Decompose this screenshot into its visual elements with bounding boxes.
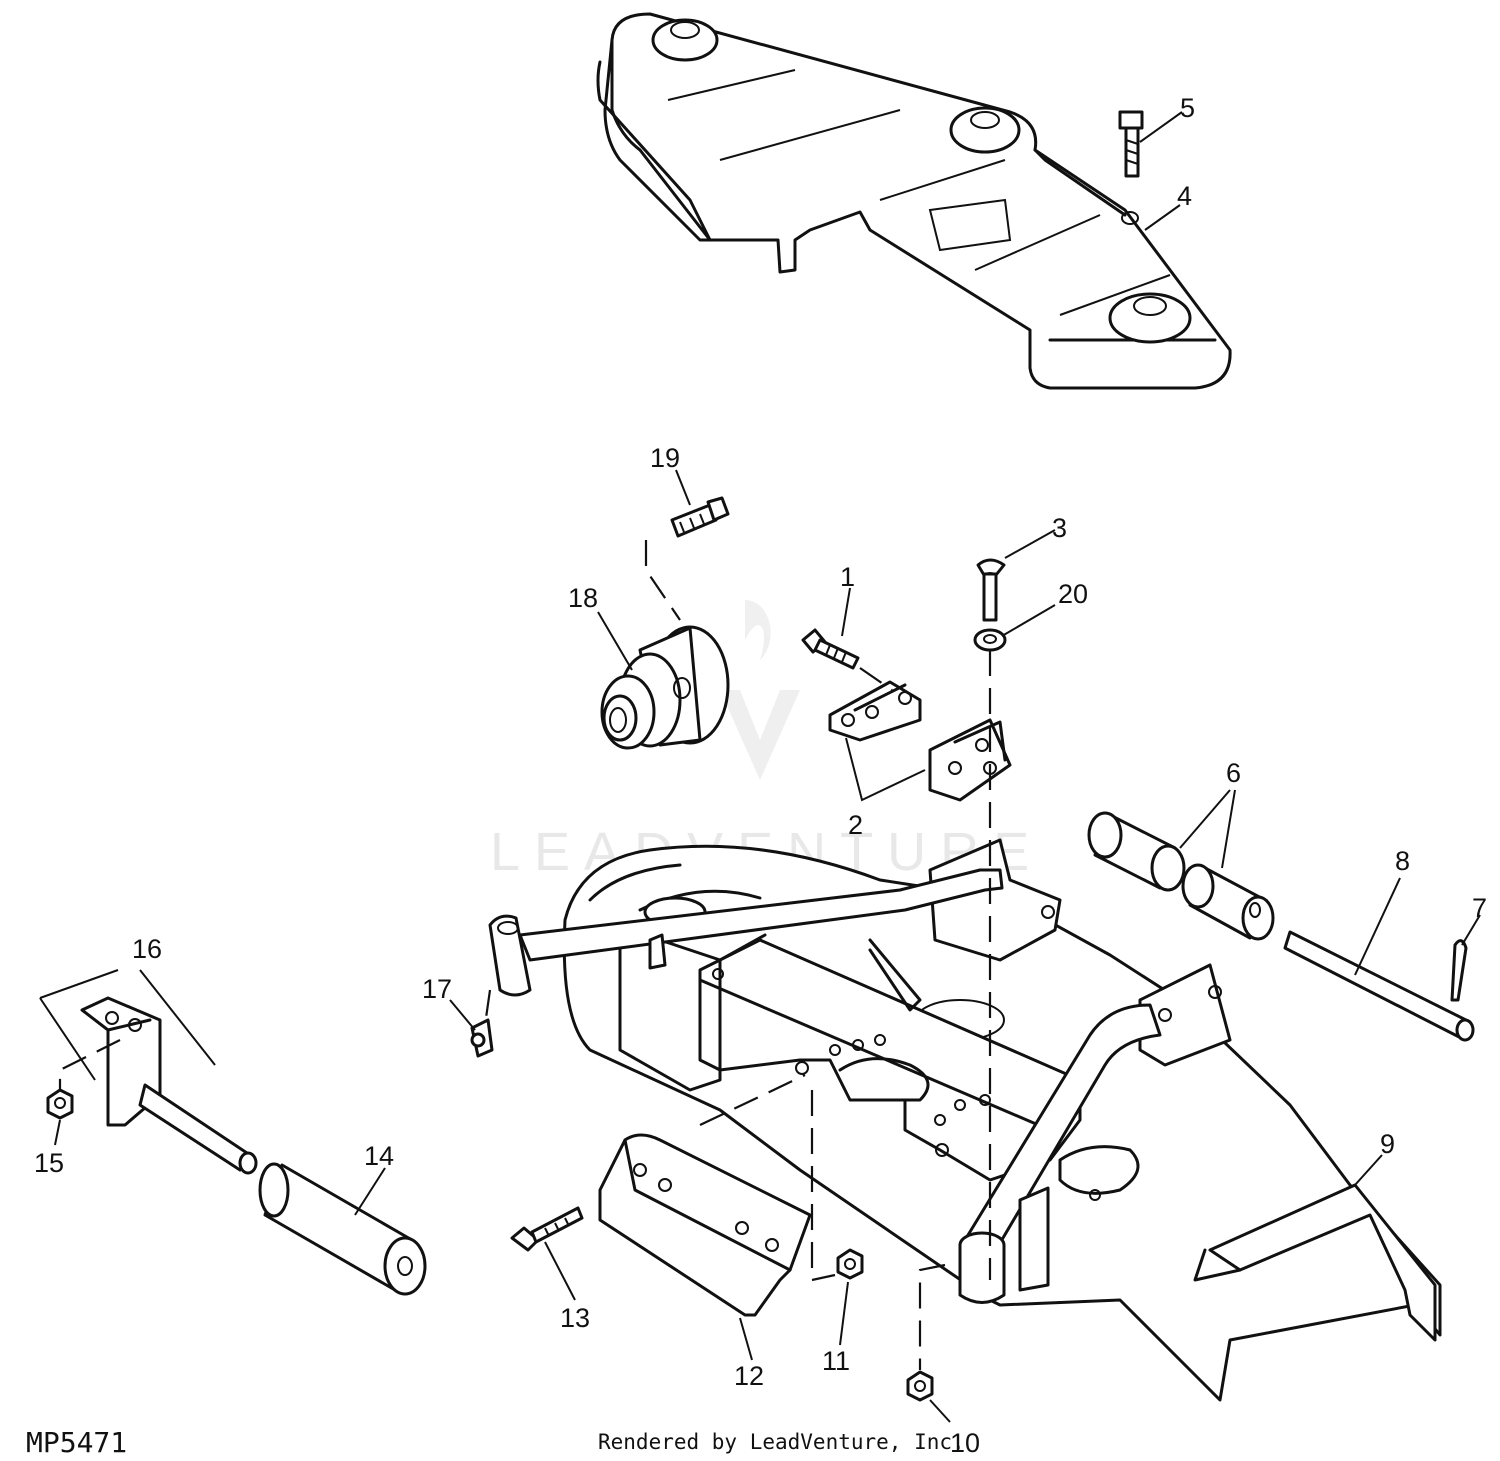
callout-2: 2 (848, 810, 863, 840)
callout-12: 12 (734, 1361, 764, 1391)
roller-part-14 (258, 1162, 427, 1296)
nut-part-15 (46, 1088, 74, 1120)
bumper-part-12 (598, 1133, 812, 1317)
bolt-part-19 (670, 496, 730, 538)
grease-fitting-part-17 (470, 1018, 494, 1058)
callout-9: 9 (1380, 1129, 1395, 1159)
bolt-part-5 (1118, 110, 1144, 178)
callout-20: 20 (1058, 579, 1088, 609)
mower-deck-frame (488, 838, 1442, 1402)
bracket-part-16 (80, 996, 258, 1175)
leader-lines (39, 111, 1481, 1423)
credit-text: Rendered by LeadVenture, Inc. (598, 1430, 965, 1454)
callout-7: 7 (1472, 893, 1487, 923)
nut-part-10 (906, 1370, 934, 1402)
callout-13: 13 (560, 1303, 590, 1333)
bolt-part-1 (801, 628, 860, 670)
callout-labels: 1 2 3 4 5 6 7 8 9 10 11 12 13 14 15 16 1… (34, 93, 1487, 1458)
callout-14: 14 (364, 1141, 394, 1171)
callout-11: 11 (822, 1346, 850, 1376)
callout-15: 15 (34, 1148, 64, 1178)
bolt-part-13 (510, 1206, 584, 1252)
callout-10: 10 (950, 1428, 980, 1458)
diagram-id-label: MP5471 (26, 1426, 128, 1459)
pin-part-8 (1283, 930, 1475, 1042)
bracket-part-2b (928, 718, 1012, 802)
callout-6: 6 (1226, 758, 1241, 788)
callout-3: 3 (1052, 513, 1067, 543)
callout-19: 19 (650, 443, 680, 473)
cotter-pin-part-7 (1450, 939, 1468, 1002)
nut-part-11 (836, 1248, 864, 1280)
roller-part-6a (1087, 811, 1186, 892)
callout-8: 8 (1395, 846, 1410, 876)
callout-18: 18 (568, 583, 598, 613)
bracket-part-2a (828, 680, 922, 742)
callout-1: 1 (840, 562, 855, 592)
bolt-part-3 (976, 558, 1006, 622)
callout-5: 5 (1180, 93, 1195, 123)
shield-plate-part-4 (596, 12, 1232, 390)
roller-part-6b (1181, 863, 1275, 941)
pulley-part-18 (600, 625, 730, 750)
assembly-lines (58, 540, 992, 1370)
callout-17: 17 (422, 974, 452, 1004)
callout-16: 16 (132, 934, 162, 964)
callout-4: 4 (1177, 181, 1192, 211)
nut-part-20 (973, 628, 1007, 652)
